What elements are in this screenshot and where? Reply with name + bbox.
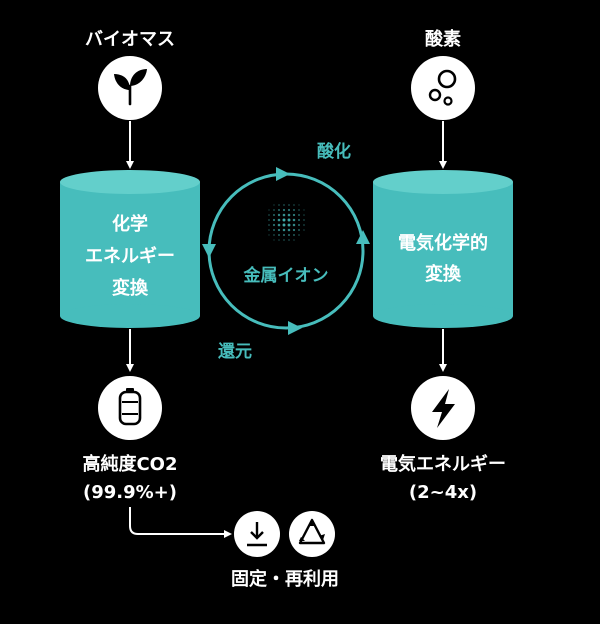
sphere-dot (293, 234, 295, 236)
cycle-arrowhead-left (202, 244, 216, 258)
sphere-dot (283, 239, 285, 241)
sphere-dot (272, 223, 276, 227)
sphere-dot (273, 204, 275, 206)
sphere-dot (277, 223, 281, 227)
download-icon (234, 511, 280, 557)
sphere-dot (303, 214, 305, 216)
sphere-dot (278, 239, 280, 241)
sphere-dot (303, 229, 305, 231)
sphere-dot (273, 234, 275, 236)
sphere-dot (273, 209, 275, 211)
chemical-reactor-label-line2: エネルギー (85, 246, 175, 267)
sphere-dot (277, 218, 281, 222)
sprout-icon (98, 56, 162, 120)
recycle-icon (289, 511, 335, 557)
sphere-dot (268, 224, 270, 226)
sphere-dot (298, 229, 300, 231)
sphere-dot (293, 239, 295, 241)
chemical-reactor-label-line3: 変換 (112, 277, 149, 299)
sphere-dot (287, 208, 291, 212)
sphere-dot (297, 223, 301, 227)
sphere-dot (298, 214, 300, 216)
sphere-dot (288, 239, 290, 241)
sphere-dot (292, 213, 296, 217)
sphere-dot (303, 224, 305, 226)
sphere-dot (278, 234, 280, 236)
sphere-dot (272, 218, 276, 222)
co2-output-label: 高純度CO2 (82, 453, 177, 475)
dot-sphere-icon (268, 204, 305, 241)
sphere-dot (282, 233, 286, 237)
chemical-reactor-cylinder: 化学 エネルギー 変換 (60, 170, 200, 328)
reduction-label: 還元 (218, 342, 252, 362)
sphere-dot (297, 218, 301, 222)
sphere-dot (287, 213, 291, 217)
sphere-dot (287, 218, 291, 222)
sphere-dot (268, 219, 270, 221)
sphere-dot (277, 213, 281, 217)
sphere-dot (292, 228, 296, 232)
sphere-dot (268, 234, 270, 236)
oxygen-label: 酸素 (425, 28, 461, 50)
sphere-dot (287, 223, 291, 227)
sphere-dot (268, 214, 270, 216)
co2-purity-label: (99.9%+) (83, 482, 177, 503)
sphere-dot (282, 213, 286, 217)
sphere-dot (288, 204, 290, 206)
sphere-dot (298, 234, 300, 236)
sphere-dot (273, 239, 275, 241)
sphere-dot (282, 228, 286, 232)
destination-arrow (129, 507, 232, 538)
sphere-dot (282, 218, 286, 222)
sphere-dot (292, 223, 296, 227)
sphere-dot (287, 233, 291, 237)
sphere-dot (283, 204, 285, 206)
energy-output-label: 電気エネルギー (380, 453, 506, 475)
metal-ion-cycle: 金属イオン (202, 167, 370, 335)
sphere-dot (277, 208, 281, 212)
sphere-dot (268, 209, 270, 211)
sphere-dot (282, 223, 286, 227)
sphere-dot (292, 208, 296, 212)
sphere-dot (293, 204, 295, 206)
cycle-arrowhead-bottom (288, 321, 302, 335)
cycle-center-label: 金属イオン (243, 265, 329, 286)
biomass-label: バイオマス (85, 29, 175, 50)
sphere-dot (277, 228, 281, 232)
sphere-dot (303, 219, 305, 221)
energy-multiplier-label: (2~4x) (409, 482, 477, 503)
bubbles-icon (411, 56, 475, 120)
sphere-dot (278, 204, 280, 206)
sphere-dot (282, 208, 286, 212)
lightning-icon (411, 376, 475, 440)
oxidation-label: 酸化 (317, 141, 351, 162)
sphere-dot (298, 204, 300, 206)
electrochemical-reactor-cylinder: 電気化学的 変換 (373, 170, 513, 328)
cycle-arrowhead-top (276, 167, 290, 181)
cylinder-tank-icon (98, 376, 162, 440)
sphere-dot (298, 209, 300, 211)
electrochemical-reactor-label-line2: 変換 (425, 263, 462, 285)
electrochemical-reactor-label-line1: 電気化学的 (398, 232, 488, 254)
cycle-arrowhead-right (356, 230, 370, 244)
cycle-ring (207, 172, 365, 330)
sphere-dot (287, 228, 291, 232)
sphere-dot (268, 229, 270, 231)
destination-label: 固定・再利用 (231, 568, 339, 590)
sphere-dot (272, 228, 276, 232)
sphere-dot (292, 218, 296, 222)
sphere-dot (272, 213, 276, 217)
chemical-reactor-label-line1: 化学 (112, 213, 148, 235)
sphere-dot (303, 209, 305, 211)
